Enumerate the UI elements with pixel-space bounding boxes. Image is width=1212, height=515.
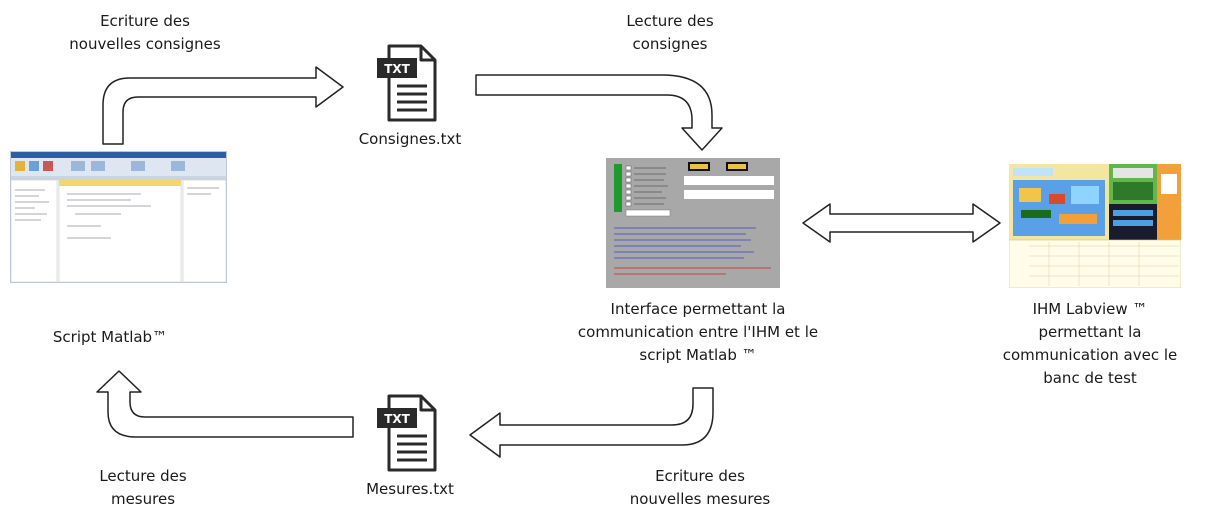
- txt-file-icon-consignes: TXT: [375, 42, 441, 124]
- arrow-mesures-to-matlab: [96, 370, 354, 438]
- label-mesures-file: Mesures.txt: [366, 480, 454, 498]
- label-ecriture-consignes: Ecriture des nouvelles consignes: [69, 12, 221, 53]
- txt-badge: TXT: [384, 62, 410, 76]
- arrow-consignes-to-interface: [475, 74, 723, 151]
- txt-file-icon-mesures: TXT: [375, 392, 441, 474]
- labview-screenshot: [1009, 164, 1181, 288]
- label-lecture-mesures: Lecture des mesures: [99, 467, 187, 508]
- arrow-interface-labview: [802, 203, 1001, 243]
- matlab-screenshot: [10, 151, 227, 283]
- label-consignes-file: Consignes.txt: [358, 130, 462, 148]
- label-ihm-labview: IHM Labview ™ permettant la communicatio…: [1002, 300, 1178, 387]
- label-lecture-consignes: Lecture des consignes: [626, 12, 714, 53]
- label-script-matlab: Script Matlab™: [52, 328, 168, 346]
- label-interface: Interface permettant la communication en…: [577, 300, 819, 364]
- txt-badge: TXT: [384, 412, 410, 426]
- label-ecriture-mesures: Ecriture des nouvelles mesures: [629, 467, 771, 508]
- arrow-matlab-to-consignes: [102, 66, 344, 145]
- arrow-interface-to-mesures: [469, 387, 714, 458]
- interface-screenshot: [606, 158, 780, 288]
